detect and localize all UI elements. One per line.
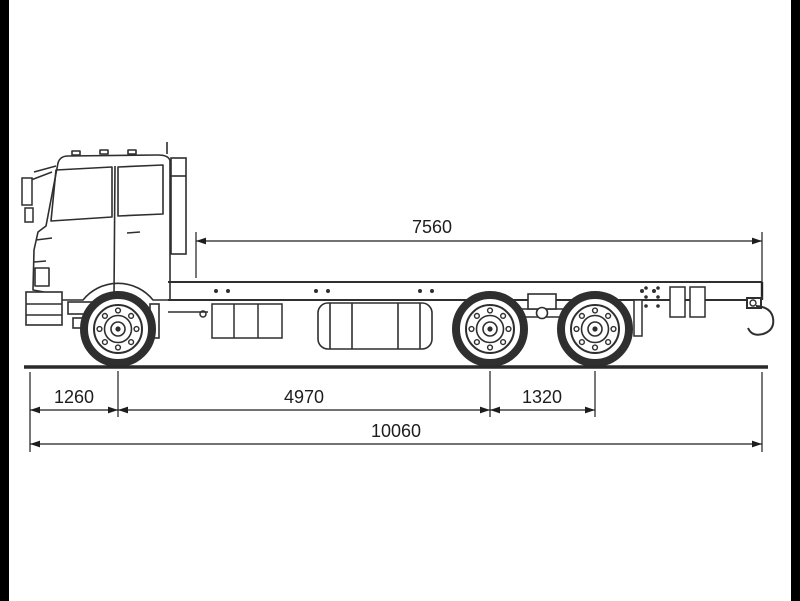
wheelbase-label: 4970 [284, 387, 324, 407]
front-overhang-label: 1260 [54, 387, 94, 407]
side-mirror [21, 165, 57, 223]
front-suspension-link [168, 310, 208, 318]
dimension-overall-length: 10060 [30, 421, 762, 448]
tow-hook [746, 297, 775, 336]
dimension-rear-axle-spacing: 1320 [490, 387, 595, 414]
truck-cab [32, 142, 171, 301]
toolbox [211, 303, 283, 339]
dimension-front-overhang: 1260 [30, 387, 118, 414]
dimension-wheelbase: 4970 [118, 387, 490, 414]
rear-wheel [561, 295, 629, 363]
middle-wheel [456, 295, 524, 363]
overall-length-label: 10060 [371, 421, 421, 441]
left-black-bar [0, 0, 9, 601]
fuel-tank [317, 302, 433, 350]
rear-frame-fittings [633, 286, 706, 337]
right-black-bar [791, 0, 800, 601]
frame-length-label: 7560 [412, 217, 452, 237]
front-wheel [84, 295, 152, 363]
chassis-frame [168, 281, 764, 301]
rear-axle-spacing-label: 1320 [522, 387, 562, 407]
dimension-frame-length: 7560 [195, 217, 763, 296]
air-intake-stack [170, 157, 187, 255]
